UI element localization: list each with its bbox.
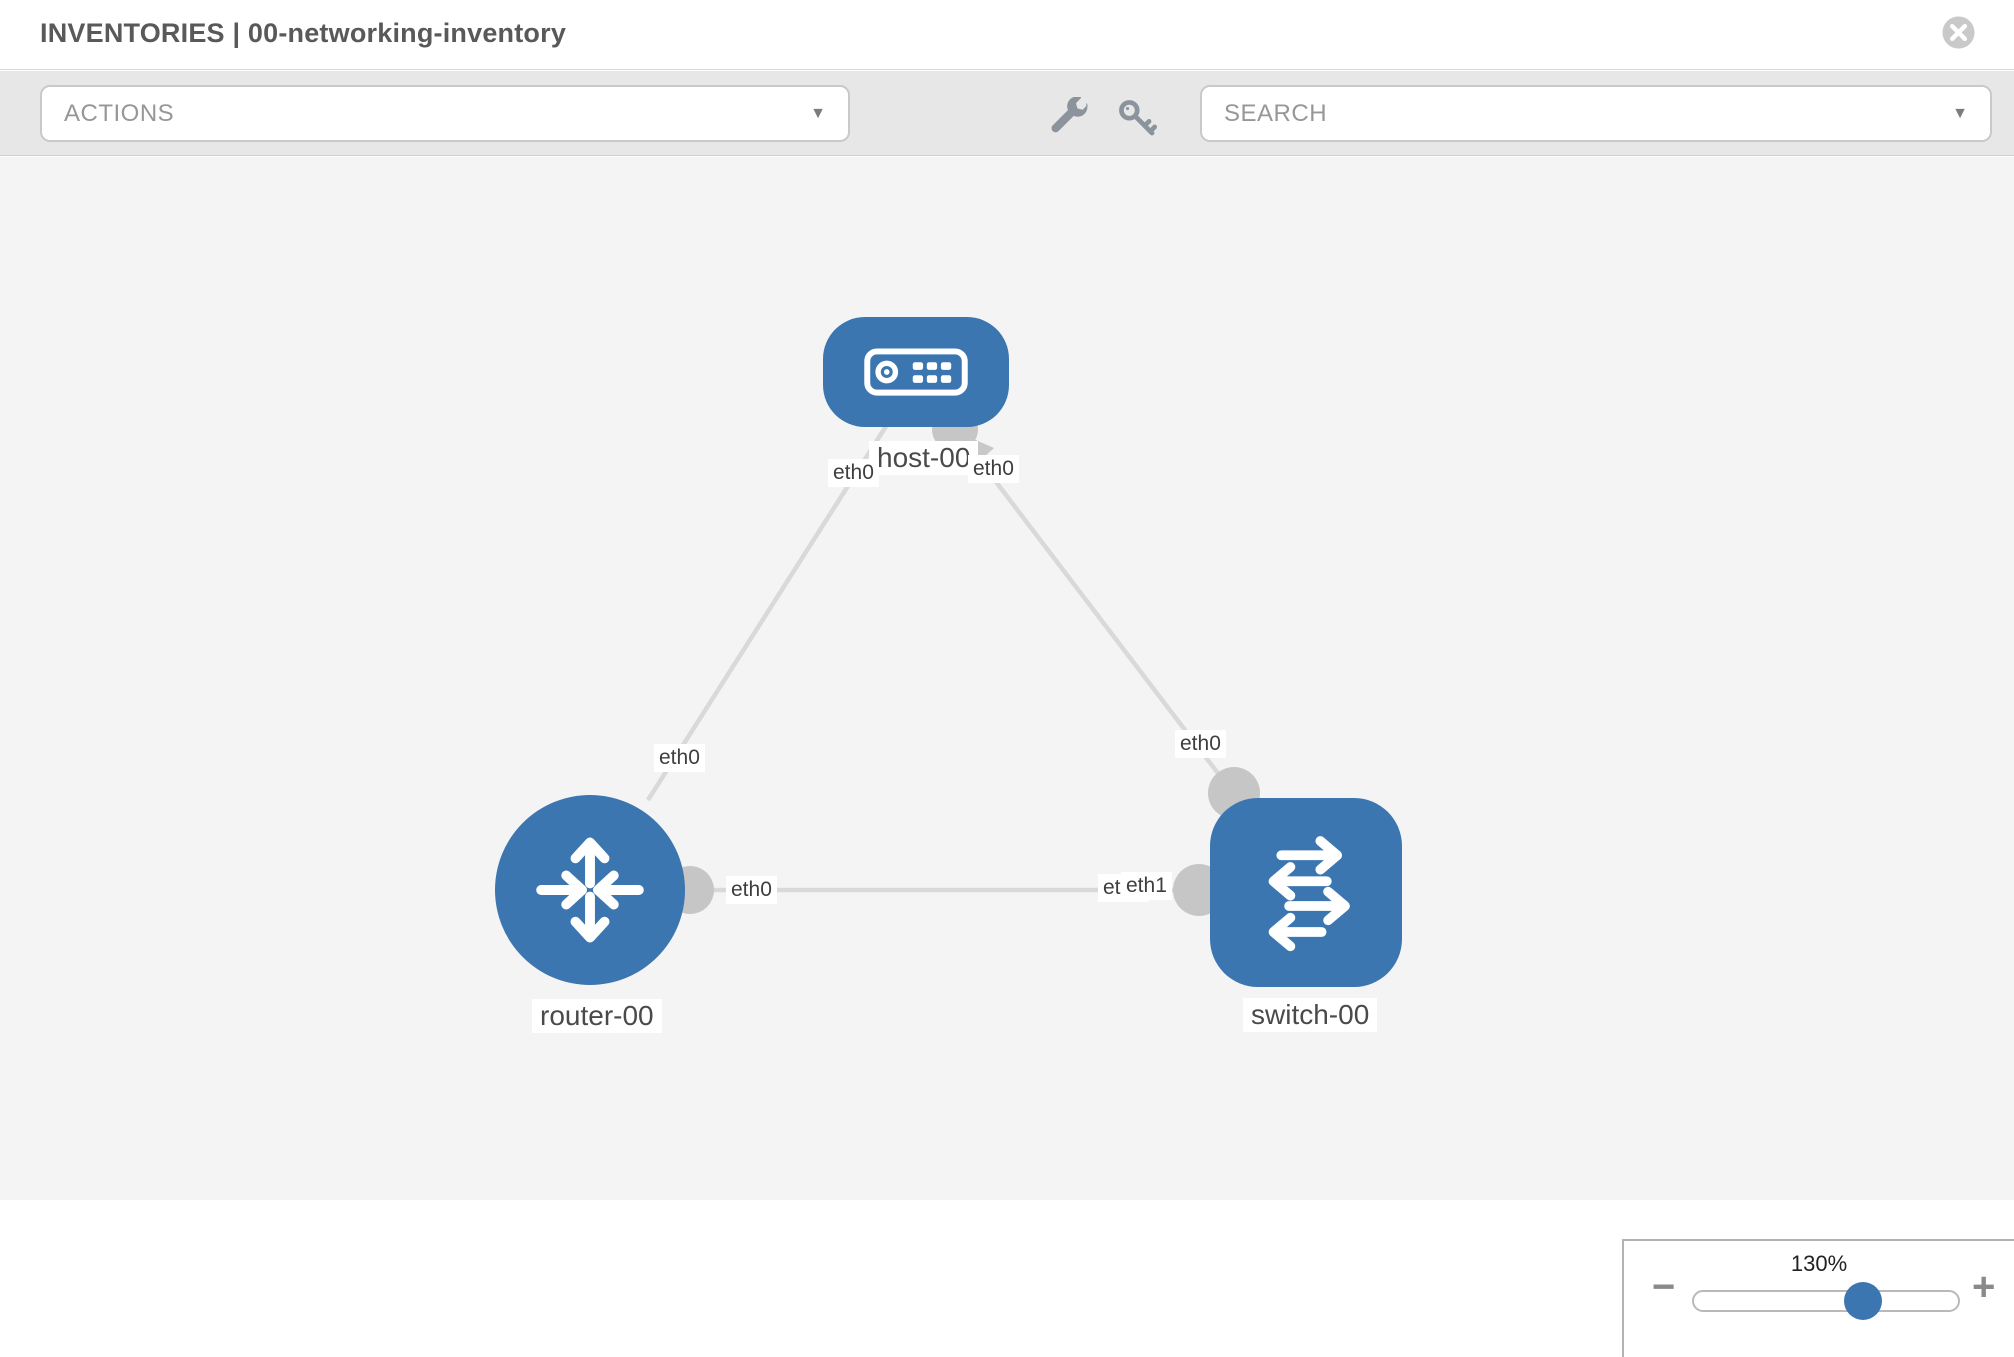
node-label-switch: switch-00	[1243, 998, 1378, 1032]
interface-label-switch-top: eth0	[1175, 730, 1226, 758]
node-host-00[interactable]	[823, 317, 1009, 427]
toolbar: ACTIONS ▼ SEARCH ▼	[0, 71, 2014, 156]
search-dropdown[interactable]: SEARCH ▼	[1200, 85, 1992, 142]
interface-label-router-top: eth0	[654, 744, 705, 772]
interface-label-router-right: eth0	[726, 876, 777, 904]
server-icon	[864, 348, 968, 396]
zoom-out-button[interactable]: −	[1652, 1265, 1676, 1309]
wrench-icon[interactable]	[1048, 97, 1090, 139]
actions-dropdown[interactable]: ACTIONS ▼	[40, 85, 850, 142]
node-router-00[interactable]	[495, 795, 685, 985]
interface-label-host-left: eth0	[828, 459, 879, 487]
chevron-down-icon[interactable]: ▼	[1952, 104, 1968, 122]
zoom-level-value: 130%	[1790, 1251, 1848, 1276]
node-label-router: router-00	[532, 999, 662, 1033]
interface-label-host-right: eth0	[968, 455, 1019, 483]
switch-icon	[1268, 835, 1350, 951]
node-label-host: host-00	[869, 441, 979, 475]
header-bar: INVENTORIES | 00-networking-inventory	[0, 0, 2014, 70]
chevron-down-icon[interactable]: ▼	[810, 104, 826, 122]
key-icon[interactable]	[1116, 97, 1158, 139]
topology-links-layer	[646, 418, 1235, 893]
topology-canvas[interactable]: host-00 router-00 switch-00 eth0 eth0 et…	[0, 157, 2014, 1357]
close-icon[interactable]	[1941, 15, 1976, 50]
zoom-slider-track[interactable]	[1692, 1282, 1960, 1320]
zoom-control-panel: 130% − +	[1622, 1239, 2014, 1357]
node-switch-00[interactable]	[1210, 798, 1402, 987]
zoom-in-button[interactable]: +	[1972, 1265, 1996, 1309]
interface-label-switch-left: eth1	[1121, 872, 1172, 900]
search-dropdown-label: SEARCH	[1224, 99, 1328, 127]
actions-dropdown-label: ACTIONS	[64, 99, 175, 127]
router-icon	[536, 837, 644, 943]
page-title: INVENTORIES | 00-networking-inventory	[40, 18, 567, 48]
zoom-slider-thumb[interactable]	[1843, 1282, 1882, 1320]
